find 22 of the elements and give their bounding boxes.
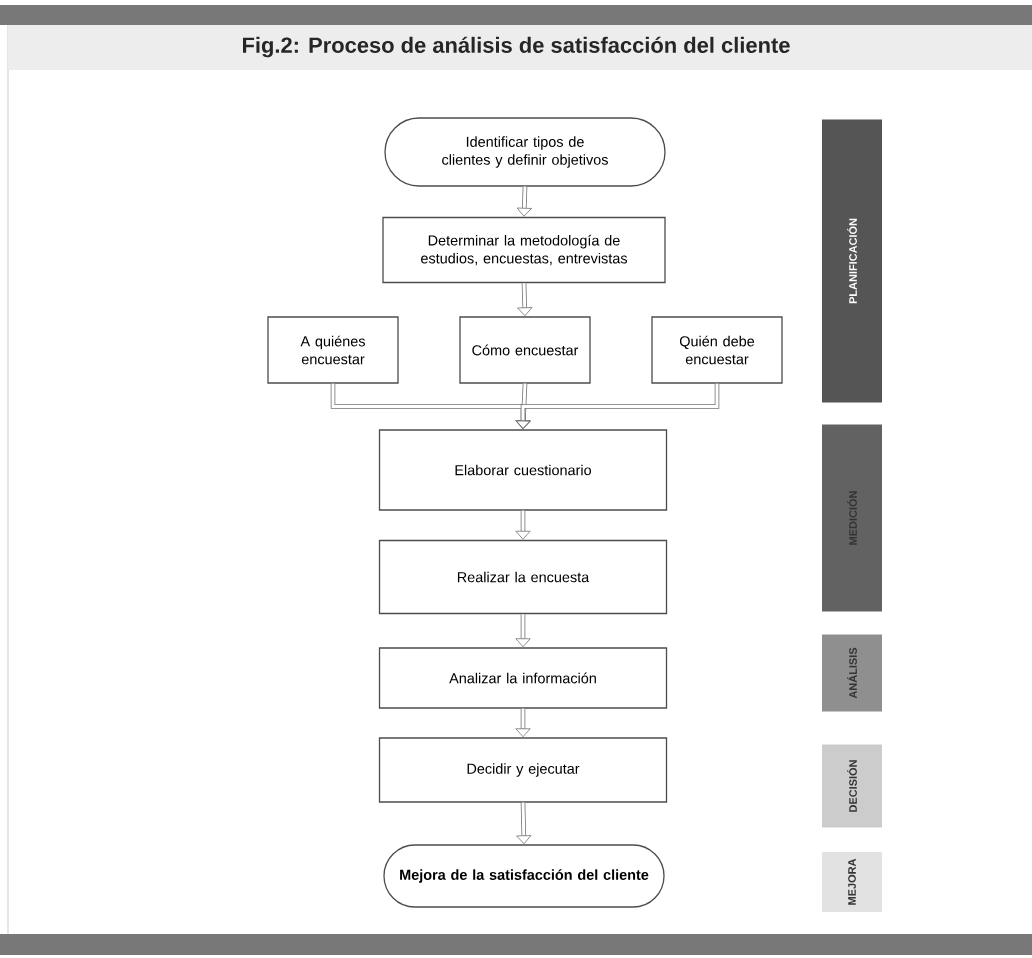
process-box: Cómo encuestar (459, 316, 591, 384)
arrow (516, 802, 532, 845)
phase-band: ANÁLISIS (822, 634, 882, 712)
terminal-box: Mejora de la satisfacción del cliente (383, 844, 665, 908)
phase-band: PLANIFICACIÓN (822, 119, 882, 403)
title: Fig.2: Proceso de análisis de satisfacción del cliente (243, 36, 790, 58)
arrow (515, 510, 531, 540)
process-box: Elaborar cuestionario (378, 429, 668, 511)
process-box: Decidir y ejecutar (378, 737, 668, 803)
process-box: Realizar la encuesta (378, 539, 668, 615)
arrow (515, 383, 720, 430)
process-box: Quién debe encuestar (651, 316, 783, 384)
process-box: Determinar la metodología de estudios, encuestas, entrevistas (382, 216, 666, 284)
phase-band: DECISIÓN (822, 744, 882, 828)
process-box: A quiénes encuestar (267, 316, 399, 384)
process-box: Analizar la información (378, 647, 668, 709)
phase-band: MEJORA (822, 852, 882, 912)
arrow (516, 186, 532, 217)
arrow (515, 708, 531, 738)
arrow (517, 283, 533, 317)
terminal-box: Identificar tipos de clientes y definir objetivos (384, 117, 666, 187)
arrow (515, 614, 531, 648)
